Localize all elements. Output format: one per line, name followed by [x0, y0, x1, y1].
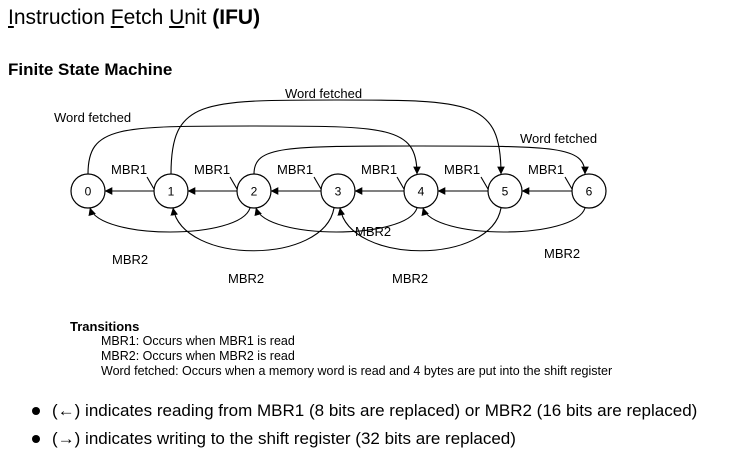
label-mbr2-6: MBR2 — [544, 246, 580, 261]
title-initial-i: I — [8, 6, 14, 29]
edge-mbr2-3-to-1 — [170, 207, 335, 252]
title-part-ifu: (IFU) — [212, 6, 261, 29]
state-label-0: 0 — [85, 185, 92, 199]
edge-mbr2-4-to-2 — [254, 207, 418, 233]
notes-list: (←) indicates reading from MBR1 (8 bits … — [30, 397, 697, 453]
state-label-2: 2 — [251, 185, 258, 199]
edge-mbr2-2-to-0 — [88, 207, 251, 233]
label-mbr2-3: MBR2 — [228, 271, 264, 286]
label-mbr1-1: MBR1 — [111, 162, 147, 177]
edge-mbr1-tick-6 — [564, 176, 573, 190]
state-node-4 — [403, 173, 439, 209]
transition-mbr1-note: MBR1: Occurs when MBR1 is read — [101, 334, 295, 348]
label-mbr1-3: MBR1 — [277, 162, 313, 177]
state-node-2 — [236, 173, 272, 209]
edge-mbr2-5-to-3 — [337, 207, 502, 252]
label-mbr1-5: MBR1 — [444, 162, 480, 177]
edge-mbr1-tick-2 — [229, 176, 238, 190]
transitions-legend: Transitions MBR1: Occurs when MBR1 is re… — [70, 319, 612, 379]
transition-mbr2-note: MBR2: Occurs when MBR2 is read — [101, 349, 295, 363]
section-subtitle: Finite State Machine — [8, 60, 173, 79]
state-node-5 — [487, 173, 523, 209]
label-mbr1-2: MBR1 — [194, 162, 230, 177]
state-label-6: 6 — [586, 185, 593, 199]
state-label-3: 3 — [335, 185, 342, 199]
label-word-fetched-0: Word fetched — [54, 110, 131, 125]
label-mbr2-4: MBR2 — [355, 224, 391, 239]
state-node-6 — [571, 173, 607, 209]
state-label-5: 5 — [502, 185, 509, 199]
title-part-instruction: nstruction — [13, 6, 111, 29]
note-reading: (←) indicates reading from MBR1 (8 bits … — [30, 397, 697, 425]
label-word-fetched-2: Word fetched — [520, 131, 597, 146]
transitions-heading: Transitions — [70, 319, 140, 334]
label-mbr1-6: MBR1 — [528, 162, 564, 177]
label-mbr1-4: MBR1 — [361, 162, 397, 177]
edge-mbr1-tick-4 — [396, 176, 405, 190]
state-node-0 — [70, 173, 106, 209]
state-node-3 — [320, 173, 356, 209]
edge-mbr1-tick-5 — [480, 176, 489, 190]
state-node-1 — [153, 173, 189, 209]
note-writing: (→) indicates writing to the shift regis… — [30, 425, 697, 453]
title-part-fetch: etch — [123, 6, 170, 29]
title-part-unit: nit — [184, 6, 213, 29]
edge-word-fetched-0-to-4 — [87, 125, 421, 175]
state-label-1: 1 — [168, 185, 175, 199]
state-label-4: 4 — [418, 185, 425, 199]
edge-mbr2-6-to-4 — [421, 207, 586, 233]
title-initial-u: U — [169, 6, 185, 29]
edge-mbr1-tick-3 — [313, 176, 322, 190]
page-title: Instruction Fetch Unit (IFU) — [8, 4, 260, 32]
edge-word-fetched-1-to-5 — [170, 99, 505, 175]
transition-word-fetched-note: Word fetched: Occurs when a memory word … — [101, 364, 613, 378]
title-initial-f: F — [110, 6, 124, 29]
label-mbr2-2: MBR2 — [112, 252, 148, 267]
edge-word-fetched-2-to-6 — [253, 145, 589, 175]
label-mbr2-5: MBR2 — [392, 271, 428, 286]
label-word-fetched-1: Word fetched — [285, 86, 362, 101]
edge-mbr1-tick-1 — [146, 176, 155, 190]
